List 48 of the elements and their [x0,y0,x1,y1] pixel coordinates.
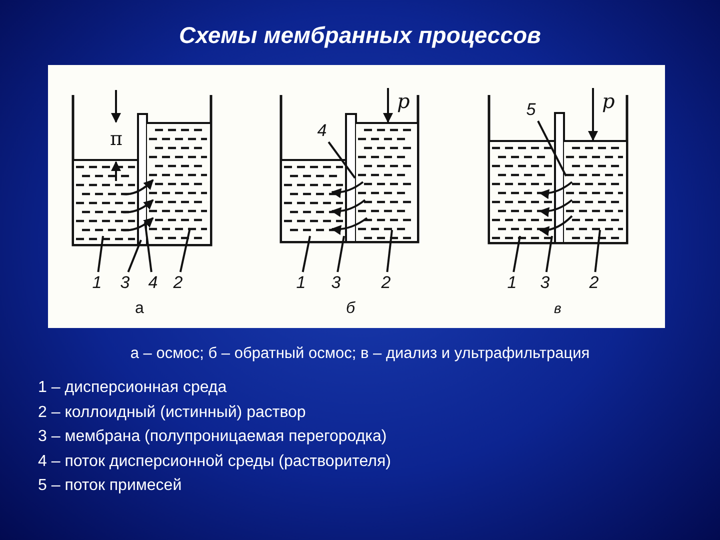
leader-line [127,240,142,272]
leader-line [179,228,191,272]
liquid [490,140,555,242]
membrane [345,113,357,243]
liquid [282,159,346,241]
callout-number: 1 [90,273,104,293]
callout-number: 2 [379,273,393,293]
callout-number: 3 [118,273,132,293]
callout-number: 3 [538,273,552,293]
key-item: 5 – поток примесей [38,477,182,495]
key-item: 3 – мембрана (полупроницаемая перегородка) [38,428,387,446]
panel-letter: в [554,300,562,316]
key-item: 2 – коллоидный (истинный) раствор [38,404,306,422]
leader-line [512,236,521,272]
callout-number: 4 [146,273,160,293]
key-item: 4 – поток дисперсионной среды (растворителя) [38,452,391,470]
leader-line [144,222,152,272]
callout-number: 5 [524,100,538,120]
liquid [356,122,417,241]
symbol: π [110,128,122,150]
flow-arrows [331,181,368,235]
callout-number: 2 [587,273,601,293]
leader-line [594,230,601,272]
flow-arrows [122,179,154,232]
leader-line [302,236,311,272]
leader-line [537,120,567,176]
leader-line [336,236,345,272]
callout-number: 3 [329,273,343,293]
flow-arrows [539,181,573,236]
liquid [564,140,626,242]
leader-line [545,236,553,272]
panel-letter: б [346,300,355,318]
callout-number: 1 [505,273,519,293]
title: Схемы мембранных процессов [178,22,542,49]
key-item: 1 – дисперсионная среда [38,379,227,397]
callout-number: 2 [171,273,185,293]
symbol: p [602,89,615,113]
caption: а – осмос; б – обратный осмос; в – диализ и ультрафильтрация [129,345,591,363]
panel-letter: а [135,300,144,318]
liquid [74,159,138,244]
symbol: p [397,89,410,113]
leader-line [97,236,104,272]
membrane [554,112,565,244]
callout-number: 1 [294,273,308,293]
membrane [137,113,148,246]
callout-number: 4 [315,121,329,141]
liquid [147,122,210,244]
leader-line [386,230,393,272]
